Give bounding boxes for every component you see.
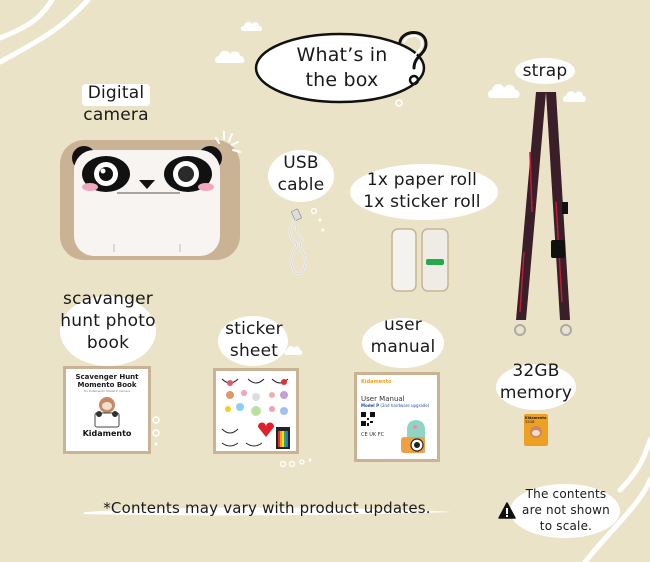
label-bubble bbox=[218, 316, 288, 366]
label-scavenger-book: scavanger hunt photo book bbox=[46, 288, 170, 354]
label-sticker-sheet: sticker sheet bbox=[214, 318, 294, 362]
title-line-1: What’s in bbox=[296, 44, 388, 66]
disclaimer-line: are not shown bbox=[522, 503, 610, 517]
label-usb-cable: USB cable bbox=[262, 152, 340, 196]
book-note: for Kidamento Model P camera bbox=[83, 389, 131, 393]
model-note: (2nd hardware upgrade) bbox=[380, 403, 430, 408]
label-bubble bbox=[496, 364, 576, 410]
disclaimer-line: to scale. bbox=[539, 519, 593, 533]
label-bubble bbox=[60, 296, 156, 366]
paper-rolls-icon bbox=[391, 228, 449, 292]
strap-icon bbox=[514, 92, 572, 336]
book-title: Scavenger Hunt bbox=[75, 373, 139, 381]
label-line: Digital bbox=[87, 83, 145, 103]
sloth-icon bbox=[530, 426, 542, 438]
label-line: strap bbox=[522, 61, 568, 81]
bubble-dot bbox=[395, 99, 403, 107]
label-line: 1x paper roll bbox=[366, 170, 478, 190]
scale-disclaimer: The contents are not shown to scale. bbox=[514, 486, 618, 534]
sparkle-lines bbox=[215, 131, 241, 153]
label-strap: strap bbox=[512, 60, 578, 82]
label-32gb-memory: 32GB memory bbox=[490, 360, 582, 404]
label-line: book bbox=[86, 333, 130, 353]
model-name: Model P bbox=[361, 403, 379, 408]
manual-brand: Kidamento bbox=[361, 379, 392, 385]
title-line-2: the box bbox=[305, 69, 379, 91]
usb-cable-icon bbox=[288, 208, 325, 275]
warning-icon bbox=[498, 502, 516, 519]
label-line: cable bbox=[277, 175, 325, 195]
label-line: sheet bbox=[229, 341, 279, 361]
manual-title: User Manual bbox=[361, 395, 405, 403]
label-line: manual bbox=[370, 337, 436, 357]
sticker-sheet bbox=[213, 368, 299, 454]
panda-camera-icon bbox=[72, 146, 222, 256]
sloth-icon bbox=[94, 397, 120, 428]
disclaimer-bubble bbox=[510, 484, 620, 538]
label-line: USB bbox=[283, 153, 319, 173]
underline-brush bbox=[84, 507, 452, 516]
label-bubble bbox=[362, 318, 444, 368]
cert-marks: CE UK FC bbox=[361, 432, 385, 438]
card-size: 32GB bbox=[525, 420, 535, 424]
cloud-icon bbox=[240, 21, 263, 31]
label-digital-camera: Digital camera bbox=[66, 82, 166, 126]
bubble-dots bbox=[279, 458, 312, 468]
label-line: sticker bbox=[225, 319, 283, 339]
label-line: 1x sticker roll bbox=[363, 192, 481, 212]
cloud-icon bbox=[215, 50, 245, 63]
qr-code-icon bbox=[361, 412, 375, 426]
user-manual-cover: Kidamento User Manual Model P (2nd hardw… bbox=[354, 372, 440, 462]
cloud-icon bbox=[562, 91, 586, 102]
card-brand: Kidamento bbox=[525, 416, 547, 420]
disclaimer-line: The contents bbox=[525, 487, 607, 501]
dino-camera-icon bbox=[401, 420, 425, 453]
label-user-manual: user manual bbox=[360, 314, 446, 358]
bubble-dots bbox=[152, 416, 160, 446]
sticker-sheet-icon bbox=[216, 371, 296, 451]
label-line: 32GB bbox=[512, 361, 560, 381]
question-mark-icon bbox=[398, 31, 428, 86]
label-highlight bbox=[82, 84, 150, 106]
book-brand: Kidamento bbox=[82, 429, 132, 438]
label-line: hunt photo bbox=[60, 311, 156, 331]
book-subtitle: Momento Book bbox=[77, 381, 137, 389]
label-line: camera bbox=[83, 105, 149, 125]
manual-model: Model P (2nd hardware upgrade) bbox=[361, 403, 433, 408]
scavenger-book-cover: Scavenger Hunt Momento Book for Kidament… bbox=[63, 366, 151, 454]
label-paper-rolls: 1x paper roll 1x sticker roll bbox=[346, 169, 498, 213]
label-bubble bbox=[268, 150, 334, 202]
title-bubble bbox=[254, 32, 426, 104]
label-bubble bbox=[515, 58, 575, 84]
label-bubble bbox=[350, 164, 498, 220]
page-title: What’s in the box bbox=[260, 43, 424, 93]
label-line: user bbox=[384, 315, 422, 335]
label-line: memory bbox=[499, 383, 573, 403]
cloud-icon bbox=[284, 345, 303, 355]
label-line: scavanger bbox=[63, 289, 153, 309]
cloud-icon bbox=[488, 84, 520, 98]
memory-card-icon: Kidamento 32GB bbox=[524, 414, 548, 446]
footer-note: *Contents may vary with product updates. bbox=[103, 499, 431, 517]
